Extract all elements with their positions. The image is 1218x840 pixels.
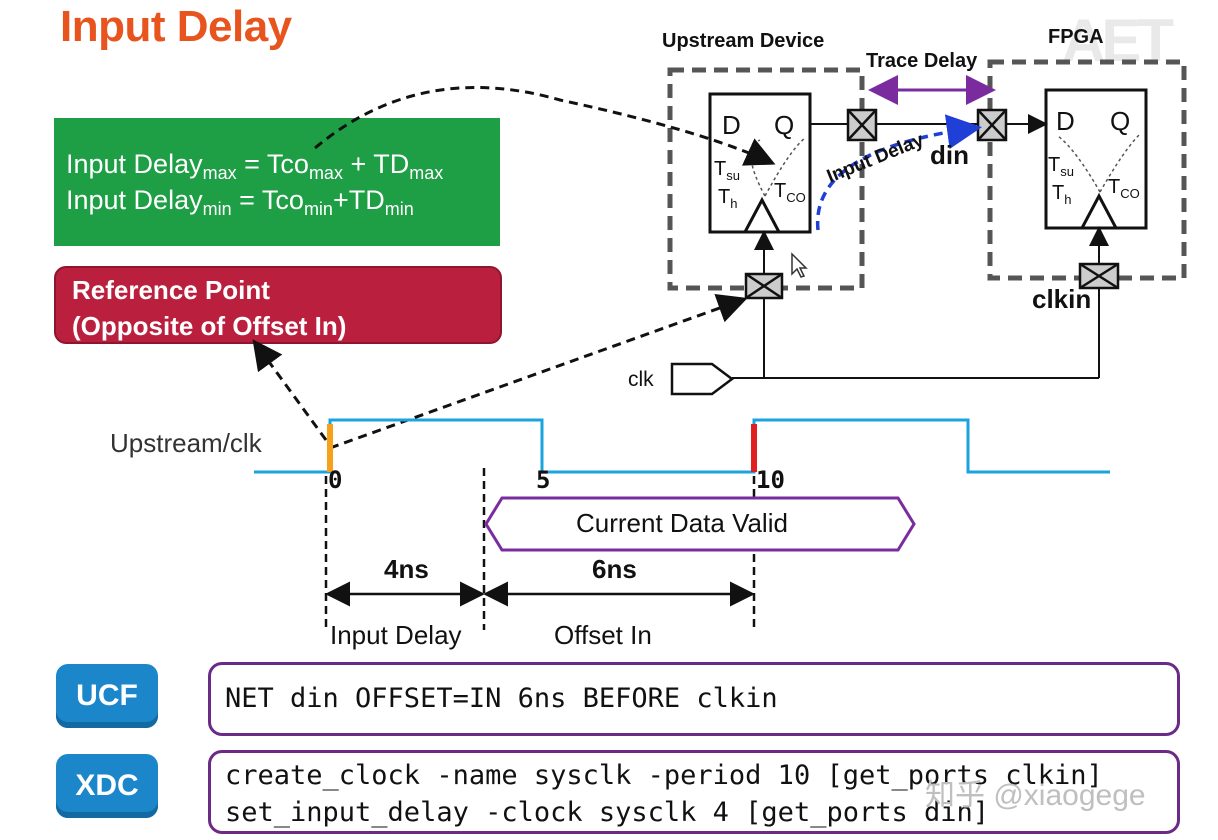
tick-0: 0: [328, 466, 343, 494]
offset-in-caption: Offset In: [554, 620, 652, 650]
page-title: Input Delay: [60, 2, 292, 51]
ucf-tag: UCF: [56, 664, 158, 728]
xdc-code-line2: set_input_delay -clock sysclk 4 [get_por…: [225, 797, 990, 828]
fpga-th: Th: [1052, 182, 1072, 207]
input-delay-caption: Input Delay: [330, 620, 462, 650]
formula-box: Input Delaymax = Tcomax + TDmax Input De…: [54, 118, 500, 246]
clkin-label: clkin: [1032, 284, 1092, 314]
fpga-label: FPGA: [1048, 26, 1104, 48]
upstream-clk-label: Upstream/clk: [110, 428, 262, 458]
formula-min-tco: Tco: [261, 185, 304, 215]
formula-min-lhs: Input Delay: [66, 185, 203, 215]
formula-to-flipflop-arrow: [314, 86, 776, 166]
upstream-d-pin: D: [722, 110, 741, 140]
mouse-cursor-icon: [791, 252, 808, 278]
formula-max-td-sub: max: [409, 163, 444, 183]
din-label: din: [930, 140, 969, 170]
edge-to-clock-pad-arrow: [329, 293, 748, 450]
offset-in-value: 6ns: [592, 554, 637, 584]
reference-point-box: Reference Point (Opposite of Offset In): [54, 266, 502, 344]
fpga-din-pad: [976, 108, 1008, 142]
ucf-code: NET din OFFSET=IN 6ns BEFORE clkin: [225, 683, 778, 714]
formula-max-td: TD: [373, 149, 410, 179]
formula-min: Input Delaymin = Tcomin+TDmin: [66, 182, 500, 218]
input-delay-value: 4ns: [384, 554, 429, 584]
upstream-th: Th: [718, 186, 738, 211]
formula-min-tco-sub: min: [303, 199, 333, 219]
watermark: 知乎 @xiaogege: [925, 779, 1146, 812]
formula-max-lhs: Input Delay: [66, 149, 203, 179]
fpga-tsu-arc: [1057, 135, 1101, 193]
fpga-q-pin: Q: [1110, 106, 1131, 136]
input-delay-arrow: [815, 114, 982, 231]
data-valid-window: [484, 496, 916, 552]
upstream-tco: TCO: [774, 180, 806, 205]
formula-min-lhs-sub: min: [202, 199, 232, 219]
formula-max-tco: Tco: [266, 149, 309, 179]
tick-10: 10: [756, 466, 785, 494]
formula-max-lhs-sub: max: [202, 163, 237, 183]
formula-min-td: TD: [348, 185, 385, 215]
data-valid-label: Current Data Valid: [576, 508, 788, 538]
upstream-q-pin: Q: [774, 110, 795, 140]
formula-max-tco-sub: max: [308, 163, 343, 183]
reference-point-subtitle: (Opposite of Offset In): [72, 311, 347, 341]
formula-min-op: +: [332, 185, 349, 215]
xdc-code-line1: create_clock -name sysclk -period 10 [ge…: [225, 760, 1103, 791]
ucf-code-box: NET din OFFSET=IN 6ns BEFORE clkin: [208, 662, 1180, 736]
upstream-tsu: Tsu: [714, 158, 740, 183]
fpga-tsu: Tsu: [1048, 154, 1074, 179]
upstream-device-label: Upstream Device: [662, 30, 825, 52]
edge-to-reference-arrow: [252, 339, 328, 441]
upstream-output-pad: [846, 108, 878, 142]
fpga-tco: TCO: [1108, 176, 1140, 201]
clk-input-port: [670, 362, 735, 396]
upstream-tco-arc: [764, 137, 806, 197]
upstream-clock-pad: [744, 272, 784, 300]
tick-5: 5: [536, 466, 551, 494]
trace-delay-label: Trace Delay: [866, 50, 978, 72]
reference-point-title: Reference Point: [72, 275, 270, 305]
xdc-tag: XDC: [56, 754, 158, 818]
upstream-clock-waveform: [254, 418, 1110, 474]
formula-max-eq: =: [236, 149, 267, 179]
fpga-d-pin: D: [1056, 106, 1075, 136]
clk-label: clk: [628, 368, 654, 391]
fpga-tco-arc: [1099, 133, 1141, 193]
formula-max-op: +: [342, 149, 374, 179]
formula-max: Input Delaymax = Tcomax + TDmax: [66, 146, 500, 182]
formula-min-eq: =: [231, 185, 262, 215]
formula-min-td-sub: min: [384, 199, 414, 219]
xdc-code-box: create_clock -name sysclk -period 10 [ge…: [208, 750, 1180, 834]
